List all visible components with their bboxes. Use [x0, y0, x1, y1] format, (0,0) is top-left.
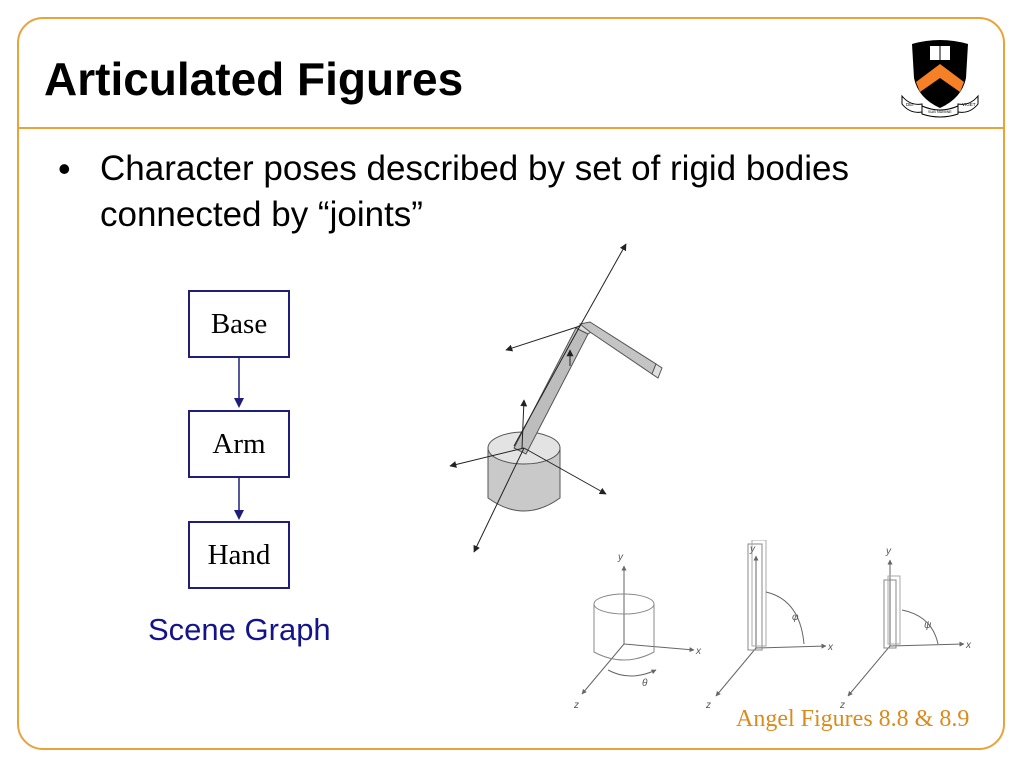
- figure-arm-rotation: y x z φ: [705, 540, 834, 711]
- scene-node-base: Base: [188, 290, 290, 358]
- scene-node-arm: Arm: [188, 410, 290, 478]
- figure-credit: Angel Figures 8.8 & 8.9: [736, 706, 970, 732]
- slide-title: Articulated Figures: [44, 53, 464, 105]
- svg-text:x: x: [965, 640, 972, 651]
- bullet-text: Character poses described by set of rigi…: [100, 149, 850, 234]
- axis-arrow: [505, 325, 581, 352]
- svg-text:φ: φ: [792, 612, 799, 623]
- scene-graph-edges: [234, 358, 244, 520]
- lower-arm-link: [513, 327, 589, 455]
- upper-arm-link: [578, 321, 657, 375]
- svg-text:z: z: [573, 700, 579, 711]
- svg-text:z: z: [705, 700, 711, 711]
- title-divider: [17, 127, 1005, 129]
- crest-ribbon-right: [957, 94, 979, 113]
- svg-text:x: x: [827, 642, 834, 653]
- svg-text:y: y: [885, 546, 892, 557]
- robot-arm-illustration: [449, 243, 663, 553]
- svg-text:y: y: [617, 552, 624, 563]
- axis-arrow: [520, 399, 528, 449]
- arrow-down-icon: [234, 510, 244, 520]
- figure-hand-rotation: y x z ψ: [839, 546, 972, 711]
- svg-text:x: x: [695, 646, 702, 657]
- slide-frame: [17, 17, 1005, 750]
- crest-ribbon-left-text: DEI: [906, 102, 914, 107]
- svg-text:θ: θ: [642, 678, 648, 689]
- axis-arrow: [523, 447, 607, 495]
- crest-ribbon-mid: [921, 105, 959, 118]
- axis-arrow: [473, 447, 525, 553]
- axis-arrow: [579, 243, 627, 327]
- crest-ribbon-right-text: VIGET: [962, 102, 976, 107]
- figure-base-rotation: y x z θ: [573, 552, 702, 711]
- axis-arrow: [449, 447, 525, 468]
- crest-chevron: [916, 64, 964, 92]
- bullet-marker: •: [58, 148, 71, 189]
- arrow-down-icon: [234, 398, 244, 408]
- scene-node-hand: Hand: [188, 521, 290, 589]
- joint-angle-figures: y x z θ y x z φ y x z ψ: [573, 540, 972, 711]
- princeton-crest-logo: DEI SUB NUMINE VIGET: [901, 40, 979, 118]
- svg-text:ψ: ψ: [924, 620, 932, 631]
- scene-graph-label: Scene Graph: [148, 612, 331, 647]
- svg-text:y: y: [749, 544, 756, 555]
- base-cylinder-body: [487, 447, 561, 512]
- svg-text:z: z: [839, 700, 845, 711]
- crest-ribbon-mid-text: SUB NUMINE: [928, 110, 952, 114]
